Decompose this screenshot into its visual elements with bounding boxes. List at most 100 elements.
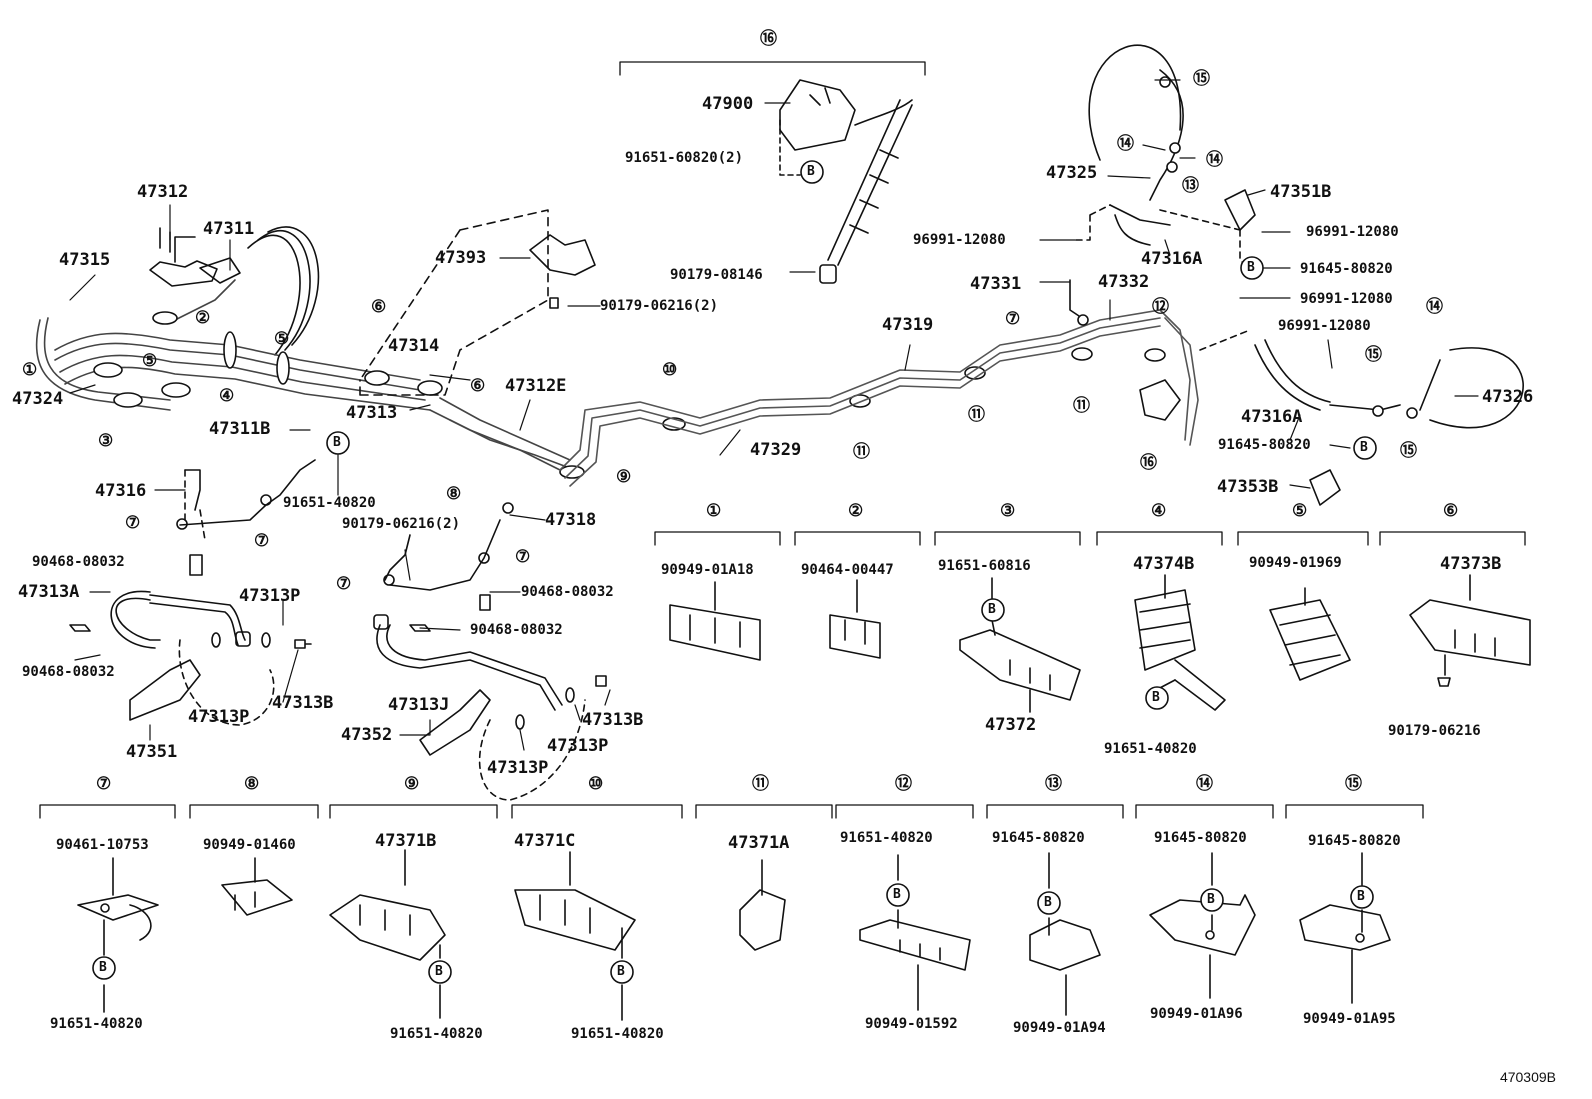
callout-12: ⑫	[1152, 297, 1169, 317]
bolt-b-mark: B	[1207, 892, 1215, 907]
fastener-label: 90179-08146	[670, 267, 763, 283]
part-label: 47393	[435, 248, 487, 268]
catalog-heading-3: ③	[1000, 501, 1016, 521]
bolt-b-mark: B	[617, 964, 625, 979]
callout-7: ⑦	[1005, 309, 1021, 329]
callout-1: ①	[22, 360, 38, 380]
catalog-part: 47373B	[1440, 554, 1502, 574]
part-label: 47313J	[388, 695, 450, 715]
callout-15: ⑮	[1193, 69, 1210, 89]
catalog-part: 47372	[985, 715, 1037, 735]
catalog-part: 90949-01460	[203, 837, 296, 853]
catalog-part: 47371C	[514, 831, 576, 851]
front-brake-tubes	[35, 279, 576, 471]
callout-16: ⑯	[1140, 453, 1157, 473]
callout-7: ⑦	[336, 574, 352, 594]
callout-16: ⑯	[760, 29, 777, 49]
callout-14: ⑭	[1426, 297, 1443, 317]
catalog-part: 91651-40820	[50, 1016, 143, 1032]
part-label: 47351B	[1270, 182, 1332, 202]
fastener-label: 90179-06216(2)	[342, 516, 461, 532]
callout-11: ⑪	[853, 442, 870, 462]
catalog-part: 47371A	[728, 833, 790, 853]
part-label: 47352	[341, 725, 393, 745]
bolt-b-mark: B	[988, 602, 996, 617]
callout-9: ⑨	[616, 467, 632, 487]
main-brake-tubes	[559, 309, 1199, 487]
callout-3: ③	[98, 431, 114, 451]
part-label: 47311	[203, 219, 255, 239]
catalog-part: 90179-06216	[1388, 723, 1481, 739]
fastener-label: 90179-06216(2)	[600, 298, 719, 314]
callout-5: ⑤	[274, 329, 290, 349]
catalog-part: 91645-80820	[1154, 830, 1247, 846]
part-label: 47900	[702, 94, 754, 114]
callout-11: ⑪	[1073, 396, 1090, 416]
bolt-reference-circles	[92, 160, 1377, 984]
clamp-drawings-row1	[669, 574, 1531, 713]
catalog-heading-6: ⑥	[1443, 501, 1459, 521]
clamp-drawings-row2	[77, 849, 1391, 1021]
callout-13: ⑬	[1182, 176, 1199, 196]
callout-14: ⑭	[1117, 134, 1134, 154]
part-label: 47315	[59, 250, 111, 270]
diagram-id: 470309B	[1499, 1069, 1556, 1085]
catalog-part: 91651-60816	[938, 558, 1031, 574]
callout-2: ②	[195, 308, 211, 328]
catalog-part: 90949-01A95	[1303, 1011, 1396, 1027]
part-label: 47329	[750, 440, 802, 460]
catalog-heading-8: ⑧	[244, 774, 260, 794]
catalog-heading-4: ④	[1151, 501, 1167, 521]
part-label: 47324	[12, 389, 64, 409]
part-label: 47313P	[188, 707, 250, 727]
callout-7: ⑦	[515, 547, 531, 567]
catalog-part: 91651-40820	[571, 1026, 664, 1042]
catalog-part: 90949-01A96	[1150, 1006, 1243, 1022]
part-label: 47311B	[209, 419, 271, 439]
bolt-b-mark: B	[435, 964, 443, 979]
part-label: 47314	[388, 336, 440, 356]
catalog-heading-9: ⑨	[404, 774, 420, 794]
catalog-heading-13: ⑬	[1045, 774, 1062, 794]
bolt-b-mark: B	[807, 164, 815, 179]
front-flex-hoses	[69, 459, 316, 726]
fastener-label: 91651-40820	[283, 495, 376, 511]
catalog-part: 90461-10753	[56, 837, 149, 853]
bolt-b-mark: B	[99, 960, 107, 975]
fastener-label: 91651-60820(2)	[625, 150, 744, 166]
catalog-heading-7: ⑦	[96, 774, 112, 794]
callout-8: ⑧	[446, 484, 462, 504]
callout-11: ⑪	[968, 405, 985, 425]
catalog-part: 90949-01A18	[661, 562, 754, 578]
callout-6: ⑥	[470, 376, 486, 396]
fastener-label: 96991-12080	[1306, 224, 1399, 240]
callout-6: ⑥	[371, 297, 387, 317]
catalog-heading-5: ⑤	[1292, 501, 1308, 521]
fastener-label: 96991-12080	[1278, 318, 1371, 334]
front-right-flex-hose	[373, 519, 607, 801]
catalog-heading-2: ②	[848, 501, 864, 521]
callout-4: ④	[219, 386, 235, 406]
catalog-heading-1: ①	[706, 501, 722, 521]
bolt-b-mark: B	[1044, 895, 1052, 910]
catalog-part: 47371B	[375, 831, 437, 851]
part-label: 47353B	[1217, 477, 1279, 497]
fastener-label: 90468-08032	[22, 664, 115, 680]
part-label: 47316A	[1241, 407, 1303, 427]
part-label: 47326	[1482, 387, 1534, 407]
callout-15: ⑮	[1365, 345, 1382, 365]
bolt-b-mark: B	[333, 435, 341, 450]
catalog-part: 91651-40820	[390, 1026, 483, 1042]
part-label: 47316A	[1141, 249, 1203, 269]
callout-7: ⑦	[125, 513, 141, 533]
callout-5: ⑤	[142, 351, 158, 371]
fastener-label: 90468-08032	[521, 584, 614, 600]
part-label: 47313P	[547, 736, 609, 756]
catalog-part: 91645-80820	[1308, 833, 1401, 849]
callout-14: ⑭	[1206, 150, 1223, 170]
catalog-heading-15: ⑮	[1345, 774, 1362, 794]
part-label: 47313A	[18, 582, 80, 602]
